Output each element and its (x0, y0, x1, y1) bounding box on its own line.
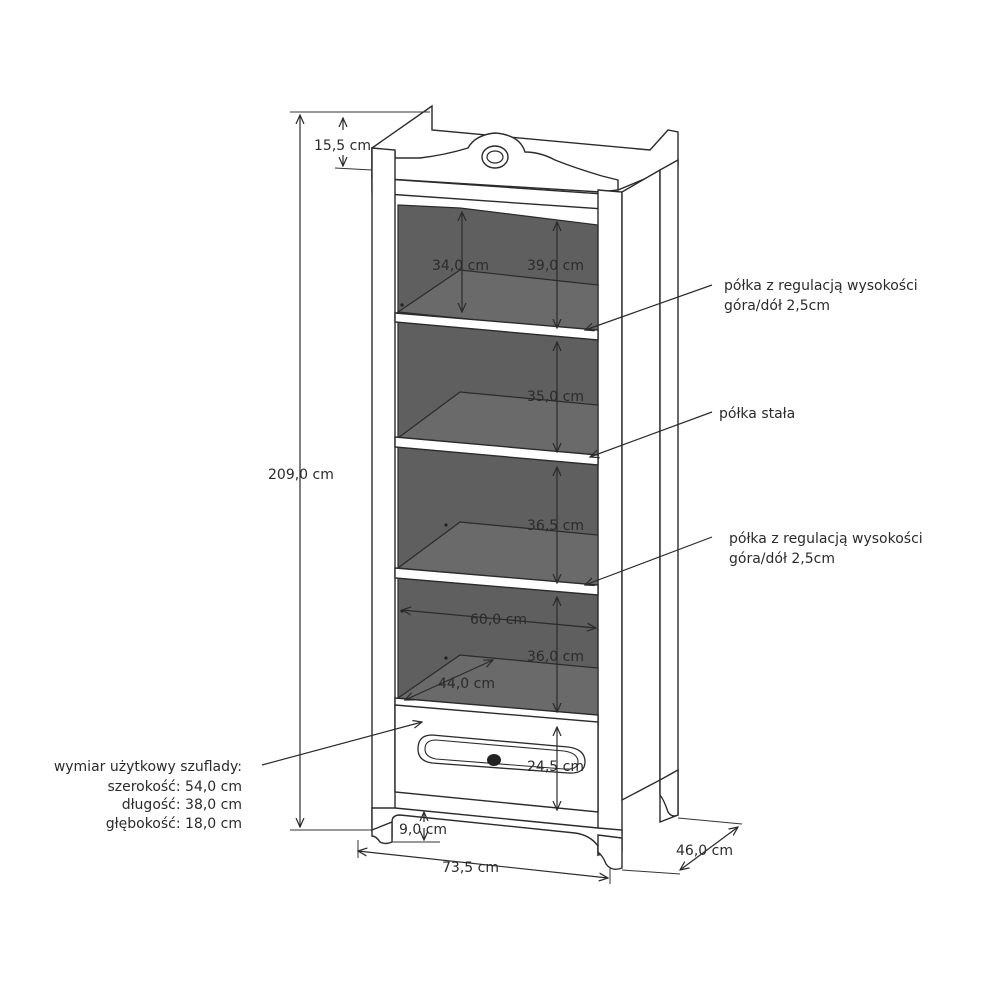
dim-shelf-gap-2: 35,0 cm (527, 389, 584, 405)
right-leg (597, 834, 623, 871)
callout-adjustable-top-line2: góra/dół 2,5cm (724, 298, 830, 314)
right-post (597, 189, 623, 857)
drawer-info-depth: głębokość: 18,0 cm (106, 816, 242, 832)
dimension-labels: 15,5 cm 209,0 cm 34,0 cm 39,0 cm 35,0 cm… (268, 138, 733, 876)
shelf-2 (394, 436, 599, 466)
dim-inner-depth: 44,0 cm (438, 676, 495, 692)
shelf-3 (394, 567, 599, 596)
bookcase-drawing (371, 104, 679, 871)
callout-adjustable-bottom-line1: półka z regulacją wysokości (729, 531, 923, 547)
drawer-info-title: wymiar użytkowy szuflady: (54, 759, 242, 775)
dim-leg-height: 9,0 cm (399, 822, 447, 838)
dim-shelf-gap-4: 36,0 cm (527, 649, 584, 665)
dim-drawer-height: 24,5 cm (527, 759, 584, 775)
dim-top-height: 15,5 cm (314, 138, 371, 154)
drawer-knob[interactable] (487, 754, 501, 766)
left-leg (371, 820, 393, 845)
drawer-info-length: długość: 38,0 cm (122, 797, 242, 813)
drawer-handle-slot[interactable] (417, 734, 586, 774)
callout-fixed-shelf: półka stała (719, 406, 795, 422)
callout-labels: półka z regulacją wysokości góra/dół 2,5… (719, 278, 923, 567)
dim-total-height: 209,0 cm (268, 467, 334, 483)
callout-adjustable-bottom-line2: góra/dół 2,5cm (729, 551, 835, 567)
right-side-panel (621, 168, 661, 802)
dim-shelf-inner-left: 34,0 cm (432, 258, 489, 274)
left-post (371, 147, 396, 832)
dim-shelf-gap-3: 36,5 cm (527, 518, 584, 534)
drawer-info: wymiar użytkowy szuflady: szerokość: 54,… (54, 759, 242, 832)
dim-total-depth: 46,0 cm (676, 843, 733, 859)
crest-ornament (481, 145, 509, 169)
dim-shelf-gap-1: 39,0 cm (527, 258, 584, 274)
drawer-info-width: szerokość: 54,0 cm (107, 779, 242, 795)
callout-adjustable-top-line1: półka z regulacją wysokości (724, 278, 918, 294)
dimension-lines (261, 111, 743, 884)
shelf-1 (394, 312, 599, 341)
dim-inner-width: 60,0 cm (470, 612, 527, 628)
rear-leg (659, 768, 679, 817)
right-back-post (659, 158, 679, 824)
dim-total-width: 73,5 cm (442, 860, 499, 876)
